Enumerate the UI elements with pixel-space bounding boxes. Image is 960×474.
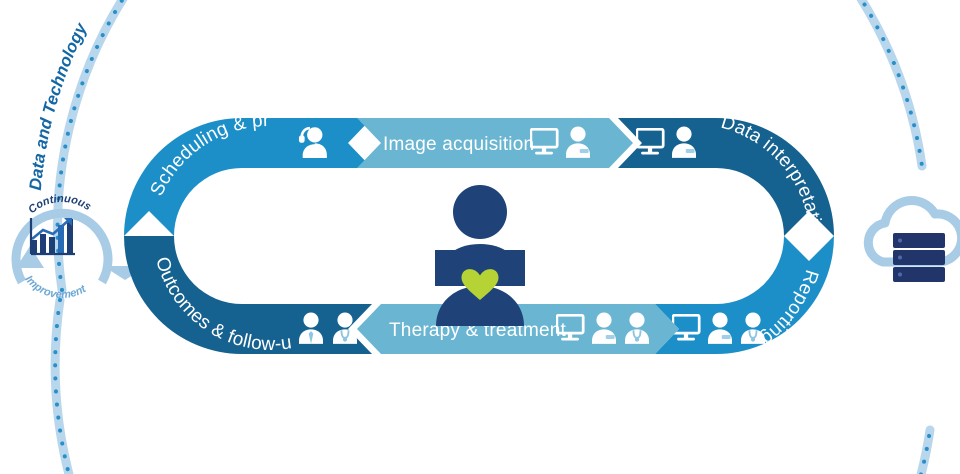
patient-heart-icon [435,185,525,326]
ci-label-improvement: Improvement [22,274,89,302]
heart-icon [461,269,499,300]
segment-label-imaging: Image acquisition [383,134,534,155]
segment-imaging[interactable]: Image acquisition [357,118,633,168]
segment-reporting[interactable]: Reporting [655,236,834,354]
segment-interpretation[interactable]: Data interpretation [618,112,834,246]
cloud-database-icon [863,196,960,282]
